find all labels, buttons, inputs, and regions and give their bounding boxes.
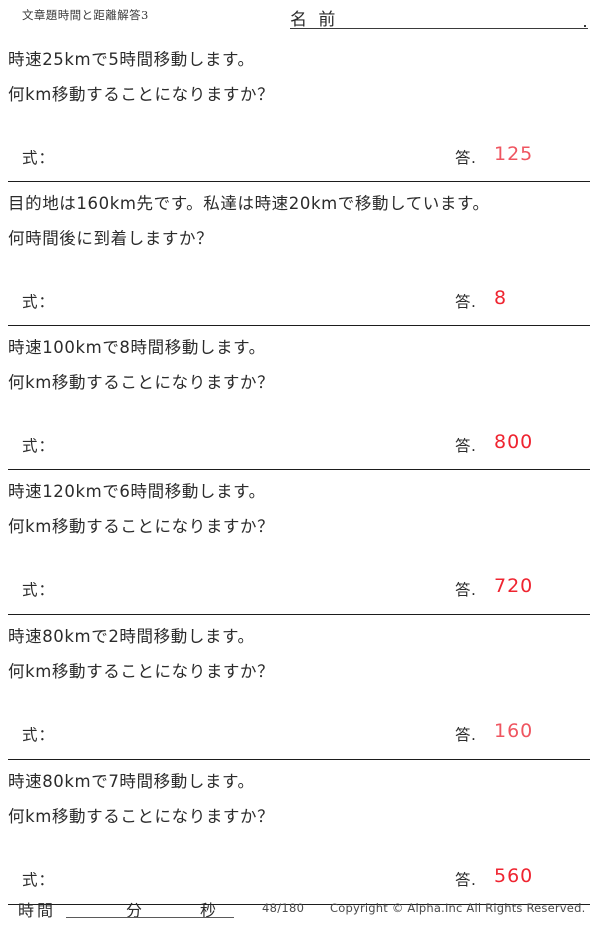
- answer-label: 答.: [455, 871, 477, 889]
- name-input-line[interactable]: [290, 28, 588, 29]
- problem-separator: [8, 469, 590, 470]
- answer-value: 720: [494, 575, 534, 597]
- formula-label: 式：: [22, 726, 56, 744]
- page-number: 48/180: [262, 901, 305, 915]
- problem-item: 時速100kmで8時間移動します。 何km移動することになりますか？ 式： 答.…: [0, 326, 600, 470]
- answer-value: 8: [494, 287, 508, 309]
- answer-label: 答.: [455, 149, 477, 167]
- time-label: 時間: [18, 901, 57, 920]
- name-label: 名 前: [290, 10, 339, 30]
- problem-text-line-1: 時速100kmで8時間移動します。: [8, 338, 266, 357]
- page-title: 文章題時間と距離解答3: [22, 8, 149, 22]
- problem-text-line-1: 時速80kmで7時間移動します。: [8, 772, 255, 791]
- problem-text-line-2: 何km移動することになりますか？: [8, 85, 275, 104]
- problem-separator: [8, 181, 590, 182]
- formula-label: 式：: [22, 871, 56, 889]
- problem-separator: [8, 614, 590, 615]
- problem-text-line-1: 時速80kmで2時間移動します。: [8, 627, 255, 646]
- copyright-notice: Copyright © Alpha.Inc All Rights Reserve…: [330, 901, 586, 915]
- answer-value: 125: [494, 143, 534, 165]
- formula-label: 式：: [22, 149, 56, 167]
- problem-item: 時速25kmで5時間移動します。 何km移動することになりますか？ 式： 答. …: [0, 38, 600, 182]
- answer-label: 答.: [455, 581, 477, 599]
- problem-item: 時速120kmで6時間移動します。 何km移動することになりますか？ 式： 答.…: [0, 470, 600, 615]
- answer-row: 式： 答. 160: [0, 719, 600, 751]
- answer-value: 800: [494, 431, 534, 453]
- time-input-line[interactable]: [66, 917, 234, 918]
- problem-separator: [8, 759, 590, 760]
- name-line-end-dot: [583, 24, 586, 27]
- problem-separator: [8, 325, 590, 326]
- worksheet-header: 文章題時間と距離解答3 名 前: [0, 0, 600, 38]
- formula-label: 式：: [22, 437, 56, 455]
- problem-text-line-2: 何km移動することになりますか？: [8, 807, 275, 826]
- problem-text-line-1: 時速120kmで6時間移動します。: [8, 482, 266, 501]
- formula-label: 式：: [22, 293, 56, 311]
- answer-label: 答.: [455, 437, 477, 455]
- minutes-label: 分: [126, 901, 143, 920]
- problem-text-line-2: 何km移動することになりますか？: [8, 517, 275, 536]
- answer-label: 答.: [455, 726, 477, 744]
- answer-row: 式： 答. 125: [0, 142, 600, 174]
- problem-item: 目的地は160km先です。私達は時速20kmで移動しています。 何時間後に到着し…: [0, 182, 600, 326]
- problem-list: 時速25kmで5時間移動します。 何km移動することになりますか？ 式： 答. …: [0, 38, 600, 905]
- problem-item: 時速80kmで7時間移動します。 何km移動することになりますか？ 式： 答. …: [0, 760, 600, 905]
- answer-label: 答.: [455, 293, 477, 311]
- answer-value: 560: [494, 865, 534, 887]
- problem-text-line-1: 目的地は160km先です。私達は時速20kmで移動しています。: [8, 194, 490, 213]
- answer-value: 160: [494, 720, 534, 742]
- problem-separator: [8, 904, 590, 905]
- seconds-label: 秒: [200, 901, 217, 920]
- problem-text-line-2: 何km移動することになりますか？: [8, 373, 275, 392]
- problem-text-line-2: 何km移動することになりますか？: [8, 662, 275, 681]
- worksheet-footer: 時間 分 秒 48/180 Copyright © Alpha.Inc All …: [0, 894, 600, 924]
- time-record-group: 時間 分 秒: [18, 894, 234, 920]
- answer-row: 式： 答. 720: [0, 574, 600, 606]
- name-field-group: 名 前: [290, 2, 588, 32]
- answer-row: 式： 答. 8: [0, 286, 600, 318]
- answer-row: 式： 答. 800: [0, 430, 600, 462]
- problem-text-line-2: 何時間後に到着しますか？: [8, 229, 214, 248]
- formula-label: 式：: [22, 581, 56, 599]
- problem-text-line-1: 時速25kmで5時間移動します。: [8, 50, 255, 69]
- problem-item: 時速80kmで2時間移動します。 何km移動することになりますか？ 式： 答. …: [0, 615, 600, 760]
- answer-row: 式： 答. 560: [0, 864, 600, 896]
